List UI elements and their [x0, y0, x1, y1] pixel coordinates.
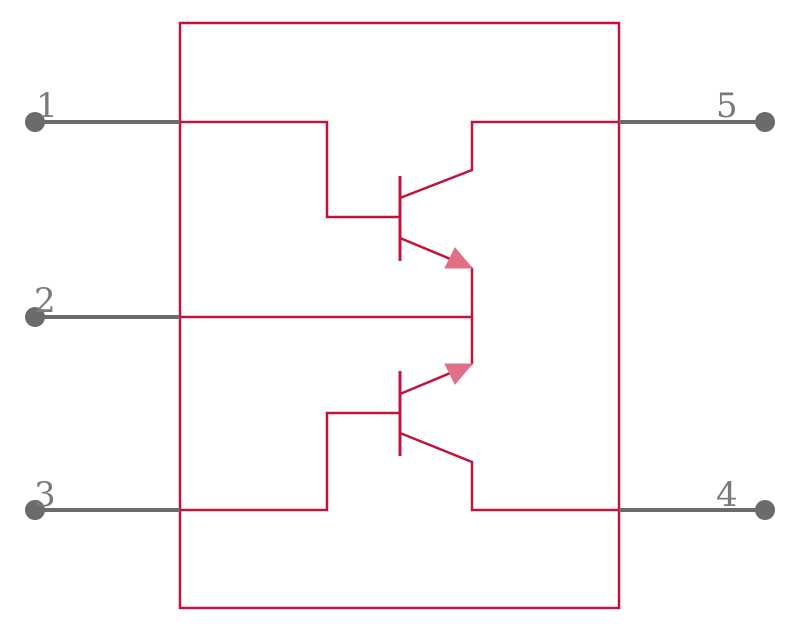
pin-4-dot[interactable] — [755, 500, 775, 520]
body-outline — [178, 21, 621, 610]
pin-1-dot[interactable] — [25, 112, 45, 132]
pin-2-label: 2 — [34, 281, 56, 321]
lower-emitter-arrow — [444, 363, 474, 385]
pins — [35, 120, 765, 512]
pin-5-dot[interactable] — [755, 112, 775, 132]
wire-upper-collector — [399, 120, 619, 200]
pin-3-dot[interactable] — [25, 500, 45, 520]
pin-dots — [25, 112, 775, 520]
upper-emitter-arrow — [444, 247, 474, 269]
internal-wiring — [180, 120, 619, 512]
upper-transistor — [398, 176, 474, 270]
lower-transistor — [398, 362, 474, 456]
pin-5-label: 5 — [716, 86, 738, 126]
pin-1-label: 1 — [36, 86, 58, 126]
wire-pin1-base — [180, 120, 400, 219]
pin-3-label: 3 — [34, 475, 56, 515]
wire-lower-collector — [399, 431, 619, 512]
pin-2-dot[interactable] — [25, 307, 45, 327]
wire-pin3-base — [180, 411, 400, 512]
pin-4-label: 4 — [716, 475, 738, 515]
